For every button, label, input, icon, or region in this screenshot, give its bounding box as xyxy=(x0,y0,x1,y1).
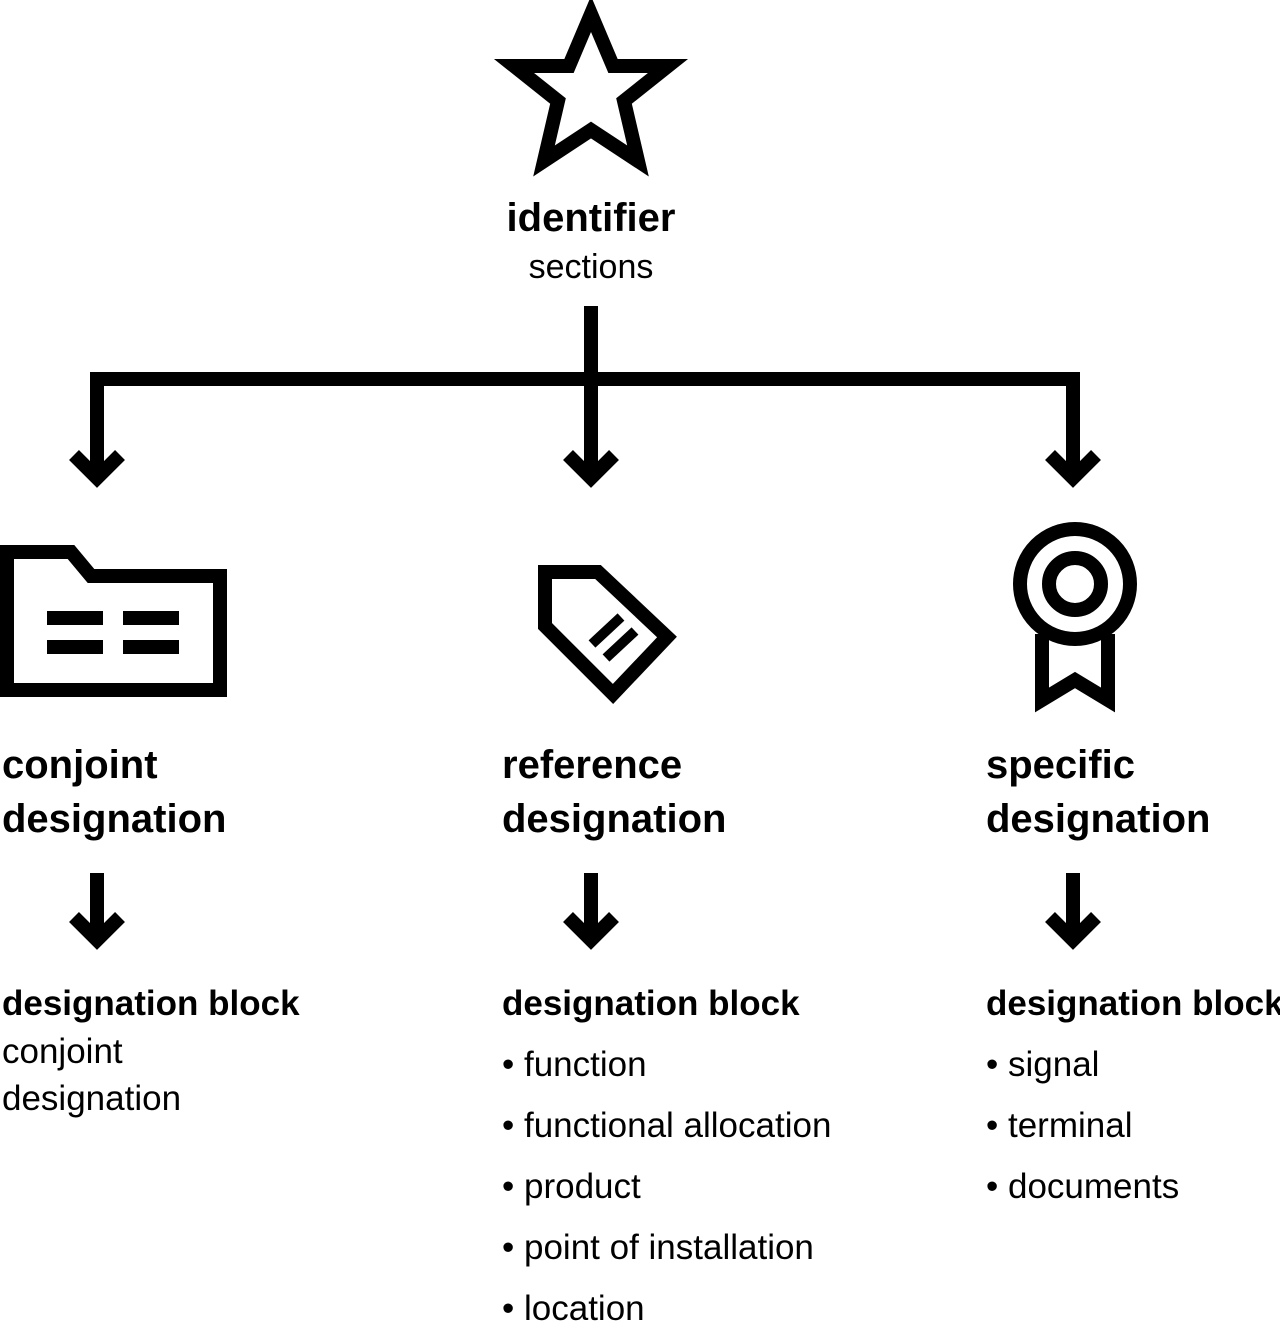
list-item: • product xyxy=(502,1167,641,1206)
tag-icon xyxy=(538,565,677,705)
list-item-label: product xyxy=(523,1167,641,1206)
block-title: designation block xyxy=(986,984,1280,1023)
star-icon xyxy=(493,0,689,177)
list-item-label: function xyxy=(523,1045,647,1084)
list-item-label: functional allocation xyxy=(523,1106,832,1145)
column-title-line: reference xyxy=(502,743,683,787)
down-arrow-icon xyxy=(563,873,619,950)
connector-lines xyxy=(90,306,1080,475)
column-title: specific designation xyxy=(986,738,1210,846)
down-arrow-icon xyxy=(563,450,619,488)
block-title: designation block xyxy=(502,984,800,1023)
block-line: conjoint xyxy=(2,1032,123,1071)
list-item: • function xyxy=(502,1045,647,1084)
list-item-label: location xyxy=(523,1289,645,1328)
list-item-label: signal xyxy=(1007,1045,1100,1084)
list-item-label: documents xyxy=(1007,1167,1180,1206)
list-item: • location xyxy=(502,1289,645,1328)
column-title: reference designation xyxy=(502,738,726,846)
list-item: • signal xyxy=(986,1045,1100,1084)
down-arrow-icon xyxy=(69,450,125,488)
column-title-line: designation xyxy=(2,797,227,841)
root-title: identifier xyxy=(506,196,676,240)
block-title: designation block xyxy=(2,984,300,1023)
column-title-line: designation xyxy=(502,797,727,841)
list-item-label: point of installation xyxy=(523,1228,814,1267)
list-item: • terminal xyxy=(986,1106,1133,1145)
down-arrow-icon xyxy=(69,873,125,950)
down-arrow-icon xyxy=(1045,873,1101,950)
column-title-line: specific xyxy=(986,743,1135,787)
list-item: • point of installation xyxy=(502,1228,814,1267)
down-arrow-icon xyxy=(1045,450,1101,488)
root-subtitle: sections xyxy=(528,248,654,286)
column-title-line: designation xyxy=(986,797,1211,841)
folder-icon xyxy=(0,545,227,697)
column-title-line: conjoint xyxy=(2,743,158,787)
list-item: • documents xyxy=(986,1167,1180,1206)
list-item-label: terminal xyxy=(1007,1106,1133,1145)
award-badge-icon xyxy=(1013,522,1137,713)
list-item: • functional allocation xyxy=(502,1106,832,1145)
block-line: designation xyxy=(2,1079,182,1118)
column-title: conjoint designation xyxy=(2,738,226,846)
